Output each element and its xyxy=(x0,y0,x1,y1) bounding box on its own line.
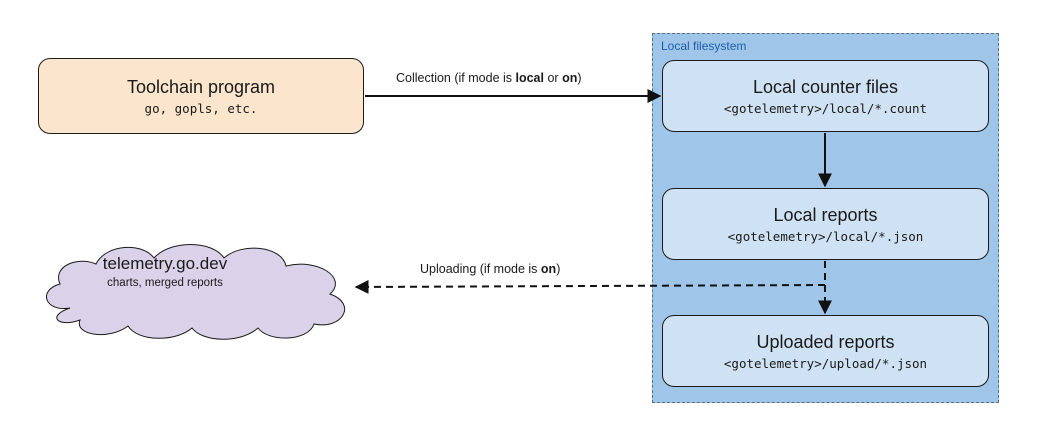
toolchain-title: Toolchain program xyxy=(126,76,276,97)
server-title: telemetry.go.dev xyxy=(102,254,228,273)
counter-files-path: <gotelemetry>/local/*.count xyxy=(723,100,928,116)
toolchain-program-node: Toolchain program go, gopls, etc. xyxy=(38,58,364,134)
collection-label-prefix: Collection (if mode is xyxy=(396,71,516,85)
uploading-mode-on: on xyxy=(540,262,557,276)
local-counter-files-node: Local counter files <gotelemetry>/local/… xyxy=(662,60,989,132)
collection-label-joiner: or xyxy=(544,71,563,85)
local-reports-title: Local reports xyxy=(773,204,878,225)
uploading-label-prefix: Uploading (if mode is xyxy=(420,262,541,276)
uploaded-reports-path: <gotelemetry>/upload/*.json xyxy=(723,355,928,371)
collection-label-suffix: ) xyxy=(577,71,582,85)
uploading-label-suffix: ) xyxy=(556,262,561,276)
local-reports-path: <gotelemetry>/local/*.json xyxy=(727,228,924,244)
collection-mode-local: local xyxy=(515,71,545,85)
collection-label: Collection (if mode is local or on) xyxy=(396,71,582,85)
server-subtitle: charts, merged reports xyxy=(107,277,223,289)
toolchain-subtitle: go, gopls, etc. xyxy=(144,100,258,116)
uploaded-reports-title: Uploaded reports xyxy=(756,331,895,352)
counter-files-title: Local counter files xyxy=(752,76,899,97)
uploading-label: Uploading (if mode is on) xyxy=(420,262,560,276)
collection-mode-on: on xyxy=(562,71,578,85)
server-node: telemetry.go.dev charts, merged reports xyxy=(70,253,260,291)
cloud-outline xyxy=(46,244,346,340)
uploaded-reports-node: Uploaded reports <gotelemetry>/upload/*.… xyxy=(662,315,989,387)
cloud-shape xyxy=(46,244,346,340)
local-filesystem-label: Local filesystem xyxy=(661,39,747,53)
local-reports-node: Local reports <gotelemetry>/local/*.json xyxy=(662,188,989,260)
uploading-arrow xyxy=(354,279,826,294)
